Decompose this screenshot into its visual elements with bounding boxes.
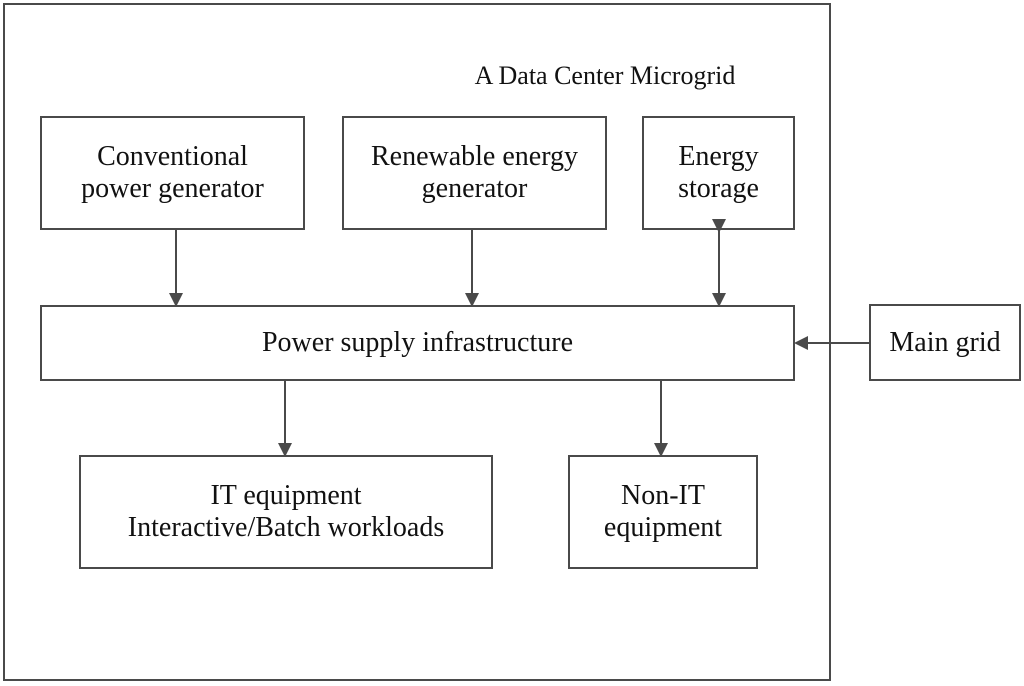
storage-label-line1: Energy [678, 141, 759, 172]
non-it-label-line1: Non-IT [621, 480, 705, 511]
non-it-equipment-box: Non-IT equipment [568, 455, 758, 569]
non-it-label-line2: equipment [603, 512, 723, 543]
renewable-label-line1: Renewable energy [370, 141, 579, 172]
storage-label-line2: storage [678, 173, 759, 204]
renewable-label-line2: generator [421, 173, 528, 204]
diagram-title: A Data Center Microgrid [474, 61, 736, 90]
it-equipment-label-line1: IT equipment [210, 480, 362, 511]
power-supply-label: Power supply infrastructure [261, 327, 574, 358]
renewable-energy-generator-box: Renewable energy generator [342, 116, 607, 230]
it-equipment-label-line2: Interactive/Batch workloads [127, 512, 445, 543]
conventional-label-line2: power generator [81, 173, 264, 204]
it-equipment-box: IT equipment Interactive/Batch workloads [79, 455, 493, 569]
main-grid-box: Main grid [869, 304, 1021, 381]
conventional-power-generator-box: Conventional power generator [40, 116, 305, 230]
conventional-label-line1: Conventional [97, 141, 248, 172]
main-grid-label: Main grid [889, 326, 1001, 358]
